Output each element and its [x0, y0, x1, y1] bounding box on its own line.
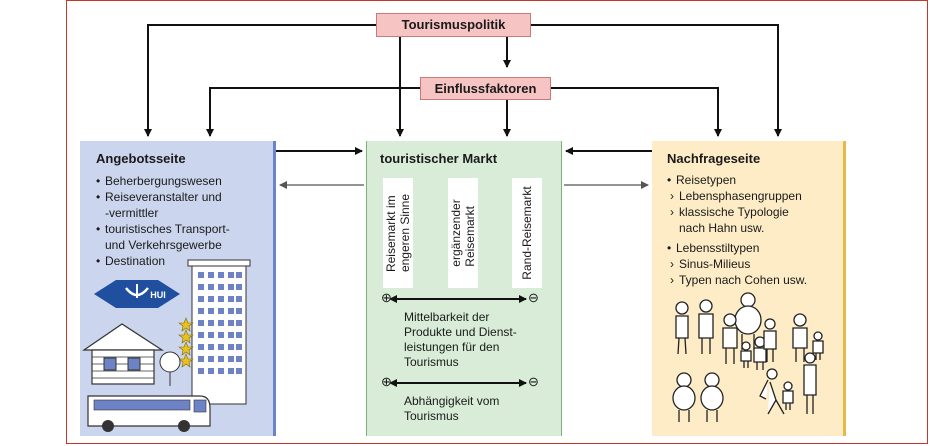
policy-to-supply-arrow	[144, 24, 376, 137]
demand-subitem: nach Hahn usw.	[679, 221, 765, 235]
person-icon	[803, 352, 817, 414]
person-icon	[672, 372, 696, 422]
person-icon	[675, 301, 689, 355]
demand-item-travel-types: Reisetypen	[667, 172, 837, 188]
demand-subitem: Sinus-Milieus	[667, 256, 837, 272]
person-icon	[700, 372, 724, 422]
person-icon	[734, 292, 762, 350]
person-icon	[698, 299, 714, 354]
cabin-icon	[82, 323, 181, 386]
people-illustration	[672, 292, 824, 422]
market-scales	[389, 295, 527, 387]
star-rating-icon	[178, 317, 194, 368]
demand-item-lifestyle: Lebensstiltypen	[667, 240, 837, 256]
bus-icon	[87, 395, 211, 432]
scale2-plus: ⊕	[381, 374, 392, 389]
demand-subitem: klassische Typologie	[667, 204, 837, 220]
hui-logo: HUI	[94, 280, 180, 308]
factors-to-demand-arrow	[551, 87, 722, 137]
supply-item: Reiseveranstalter und-vermittler	[96, 189, 266, 221]
demand-subitem: Typen nach Cohen usw.	[667, 272, 837, 288]
factors-to-supply-arrow	[206, 87, 420, 137]
supply-item: touristisches Transport-und Verkehrsgewe…	[96, 221, 266, 253]
factors-box: Einflussfaktoren	[420, 77, 551, 100]
person-icon	[740, 341, 752, 368]
supply-title: Angebotsseite	[96, 151, 186, 166]
demand-list: Reisetypen Lebensphasengruppen klassisch…	[667, 172, 837, 288]
supply-item: Beherbergungswesen	[96, 173, 266, 189]
person-icon	[763, 318, 777, 362]
demand-title: Nachfrageseite	[667, 151, 761, 166]
market-title: touristischer Markt	[380, 151, 498, 166]
market-column-peripheral: Rand-Reisemarkt	[512, 178, 542, 288]
policy-to-demand-arrow	[531, 24, 782, 137]
demand-subitem: Lebensphasengruppen	[667, 188, 837, 204]
scale1-plus: ⊕	[381, 290, 392, 305]
person-icon	[792, 313, 808, 362]
scale1-minus: ⊖	[528, 290, 539, 305]
svg-text:HUI: HUI	[150, 290, 166, 300]
person-icon	[722, 313, 738, 364]
policy-box: Tourismuspolitik	[376, 13, 531, 37]
supply-list: Beherbergungswesen Reiseveranstalter und…	[96, 173, 266, 269]
person-icon	[782, 381, 794, 410]
person-icon	[753, 336, 767, 370]
supply-illustration: HUI	[82, 259, 251, 432]
supply-item: Destination	[96, 253, 266, 269]
diagram-frame	[66, 0, 928, 444]
hotel-tower-icon	[187, 259, 251, 405]
person-icon	[812, 331, 824, 360]
person-icon	[759, 368, 785, 415]
scale2-minus: ⊖	[528, 374, 539, 389]
